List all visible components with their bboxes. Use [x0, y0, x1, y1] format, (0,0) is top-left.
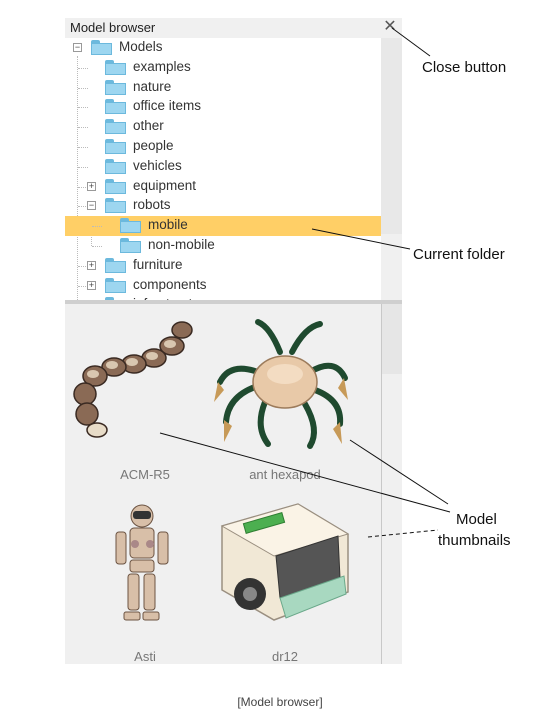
tree-item-mobile[interactable]: mobile: [65, 216, 381, 236]
folder-icon: [105, 198, 126, 213]
tree-guide-line: [78, 286, 88, 287]
tree-item-non-mobile[interactable]: non-mobile: [65, 236, 381, 256]
snake-robot-icon: [73, 321, 193, 438]
hexapod-robot-icon: [214, 319, 348, 449]
tree-item-label: office items: [133, 98, 202, 113]
tree-item-label: mobile: [148, 217, 188, 232]
tree-item-label: nature: [133, 79, 172, 94]
tree-item-people[interactable]: people: [65, 137, 381, 157]
tree-guide-line: [78, 107, 88, 108]
annotation-model-thumbnails-line1: Model: [456, 511, 497, 528]
tree-item-Models[interactable]: − Models: [65, 38, 381, 58]
thumbnail-label: ACM-R5: [120, 467, 170, 482]
thumbnail-label: ant hexapod: [249, 467, 321, 482]
annotation-model-thumbnails-line2: thumbnails: [438, 532, 511, 549]
tree-item-vehicles[interactable]: vehicles: [65, 157, 381, 177]
tree-guide-line: [78, 68, 88, 69]
folder-icon: [105, 258, 126, 273]
browser-title: Model browser: [70, 20, 156, 35]
tree-item-equipment[interactable]: + equipment: [65, 177, 381, 197]
thumbnail-label: dr12: [271, 649, 299, 664]
tree-item-robots[interactable]: − robots: [65, 196, 381, 216]
tree-item-label: components: [133, 277, 207, 292]
folder-icon: [105, 297, 126, 300]
tree-guide-line: [78, 147, 88, 148]
tree-item-label: furniture: [133, 257, 183, 272]
expand-icon[interactable]: +: [87, 181, 96, 191]
tree-item-other[interactable]: other: [65, 117, 381, 137]
tree-item-label: vehicles: [133, 158, 182, 173]
close-icon[interactable]: ✕: [383, 18, 397, 35]
thumbnail-label: Asti: [134, 649, 156, 664]
folder-icon: [120, 238, 141, 253]
folder-icon: [105, 119, 126, 134]
annotation-close-button: Close button: [422, 59, 507, 76]
tree-item-label: non-mobile: [148, 237, 215, 252]
expand-icon[interactable]: +: [87, 260, 96, 270]
model-browser-panel: Model browser ✕ − Models examples nature off…: [65, 18, 402, 664]
tree-guide-line: [92, 246, 102, 247]
thumbnail-acm-r5[interactable]: ACM-R5: [70, 312, 220, 482]
tree-item-label: Models: [119, 39, 163, 54]
folder-icon: [105, 159, 126, 174]
tree-item-label: examples: [133, 59, 191, 74]
tree-item-label: other: [133, 118, 164, 133]
wheeled-robot-icon: [220, 503, 350, 621]
folder-icon: [105, 179, 126, 194]
folder-icon: [105, 80, 126, 95]
tree-guide-line: [78, 167, 88, 168]
annotation-current-folder: Current folder: [413, 246, 505, 263]
tree-item-nature[interactable]: nature: [65, 78, 381, 98]
tree-item-label: robots: [133, 197, 171, 212]
folder-icon: [105, 60, 126, 75]
folder-icon: [91, 40, 112, 55]
tree-scrollbar[interactable]: [381, 38, 402, 234]
tree-item-label: people: [133, 138, 174, 153]
thumbnail-ant-hexapod[interactable]: ant hexapod: [210, 312, 360, 482]
tree-item-infrastructure[interactable]: +infrastructure: [65, 295, 381, 300]
tree-guide-line: [77, 56, 78, 300]
collapse-icon[interactable]: −: [87, 200, 96, 210]
thumbnail-scrollbar-track[interactable]: [381, 304, 382, 664]
tree-guide-line: [78, 127, 88, 128]
tree-item-components[interactable]: + components: [65, 276, 381, 296]
thumbnail-area: ACM-R5: [65, 304, 381, 664]
tree-item-examples[interactable]: examples: [65, 58, 381, 78]
thumbnail-scrollbar-thumb[interactable]: [382, 304, 402, 374]
figure-caption: [Model browser]: [237, 695, 323, 709]
folder-icon: [120, 218, 141, 233]
tree-guide-line: [78, 266, 88, 267]
thumbnail-asti[interactable]: Asti: [70, 494, 220, 664]
humanoid-robot-icon: [115, 504, 169, 621]
titlebar: Model browser ✕: [65, 18, 402, 38]
folder-icon: [105, 99, 126, 114]
panel-splitter[interactable]: [65, 300, 402, 304]
expand-icon[interactable]: +: [87, 280, 96, 290]
tree-item-label: equipment: [133, 178, 197, 193]
folder-tree[interactable]: − Models examples nature office items other pe…: [65, 38, 381, 300]
tree-guide-line: [92, 226, 102, 227]
collapse-icon[interactable]: −: [73, 42, 82, 52]
tree-item-label: infrastructure: [133, 296, 212, 300]
folder-icon: [105, 278, 126, 293]
tree-guide-line: [78, 88, 88, 89]
tree-item-office-items[interactable]: office items: [65, 97, 381, 117]
tree-item-furniture[interactable]: + furniture: [65, 256, 381, 276]
folder-icon: [105, 139, 126, 154]
tree-guide-line: [78, 206, 88, 207]
tree-guide-line: [78, 187, 88, 188]
thumbnail-dr12[interactable]: dr12: [210, 494, 360, 664]
